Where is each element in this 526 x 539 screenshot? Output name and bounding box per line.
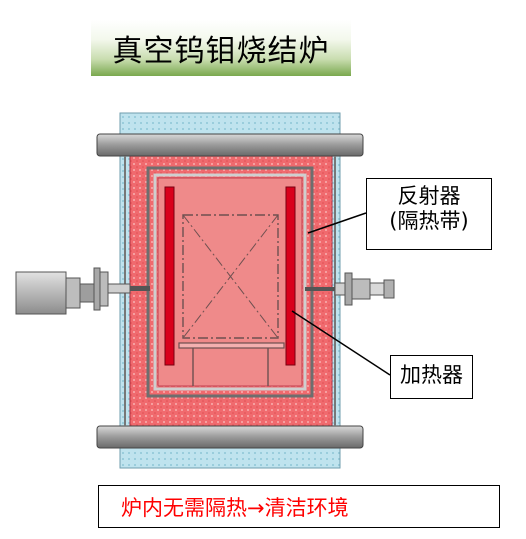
left-drive-assembly (15, 267, 150, 315)
title-box: 真空钨钼烧结炉 (91, 20, 351, 76)
reflector-callout: 反射器 (隔热带) (366, 178, 492, 250)
top-flange (96, 133, 364, 157)
bottom-flange (96, 425, 364, 449)
leader-lines (291, 212, 391, 376)
heater-callout: 加热器 (390, 355, 473, 399)
reflector-frame (146, 166, 314, 398)
reflector-label: 反射器 (397, 184, 461, 208)
reflector-sublabel: (隔热带) (389, 209, 469, 234)
heater-label: 加热器 (400, 363, 463, 387)
right-drive-assembly (305, 272, 395, 306)
page-title: 真空钨钼烧结炉 (112, 34, 330, 69)
heater-bars (164, 186, 296, 366)
note-box: 炉内无需隔热→清洁环境 (98, 485, 500, 528)
hot-zone (157, 177, 303, 387)
note-text: 炉内无需隔热→清洁环境 (121, 495, 349, 520)
workpiece-frame (178, 214, 285, 386)
